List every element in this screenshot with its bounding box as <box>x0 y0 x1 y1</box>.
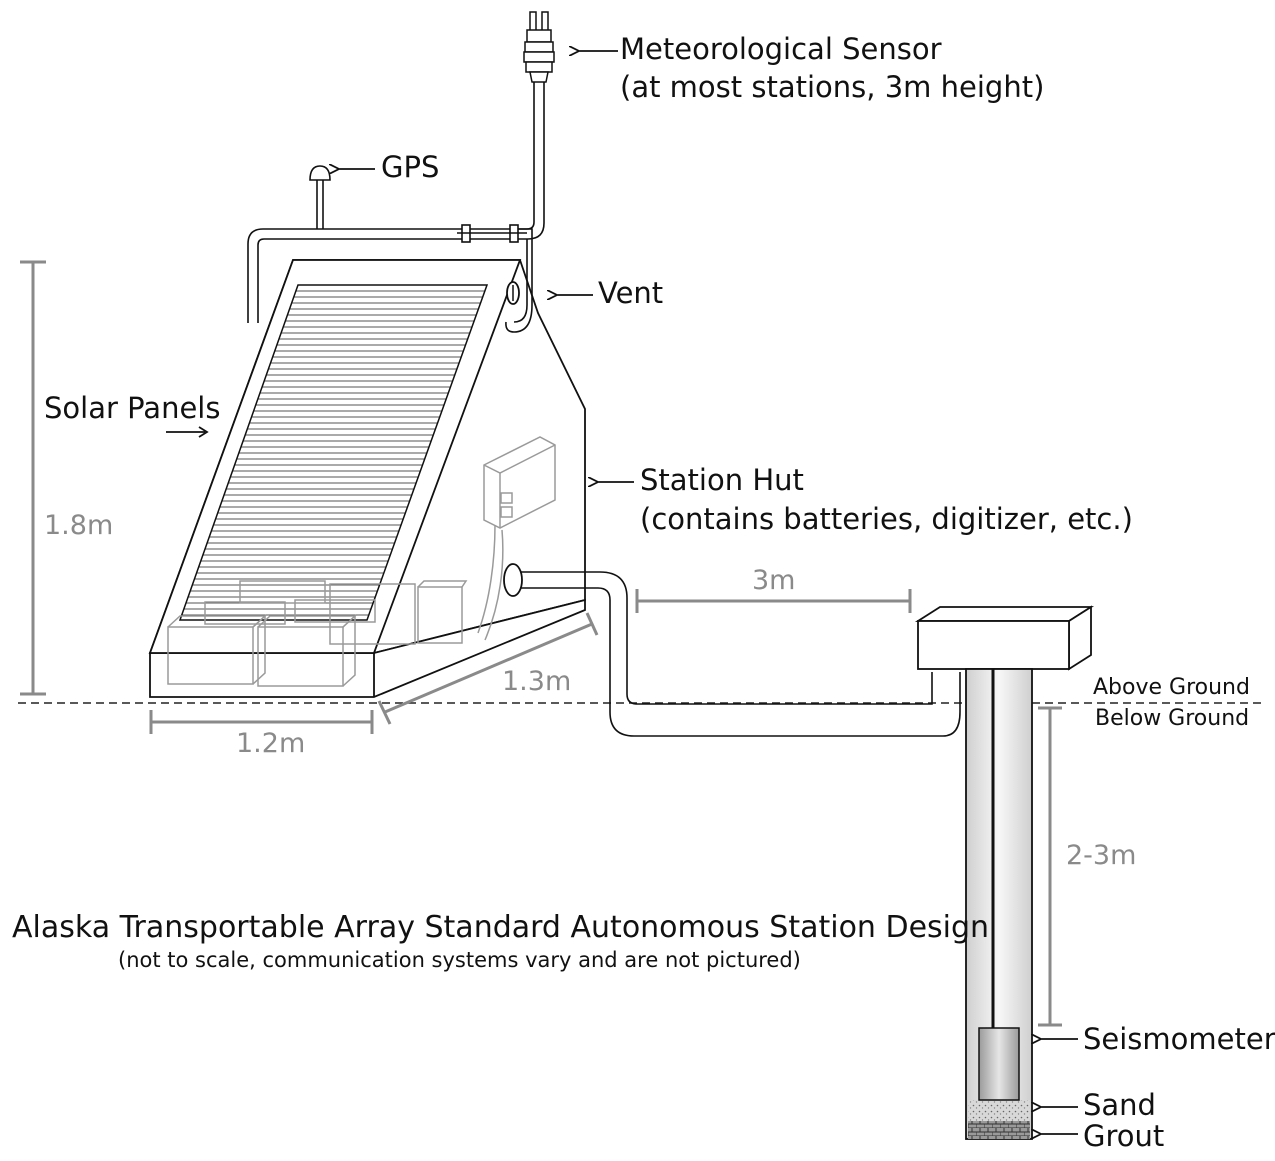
dim-depth-label: 1.3m <box>502 666 572 697</box>
dim-width-label: 1.2m <box>236 728 306 759</box>
met-sensor <box>523 11 555 83</box>
diagram-title: Alaska Transportable Array Standard Auto… <box>12 910 990 945</box>
above-ground-label: Above Ground <box>1093 675 1250 700</box>
vault-box <box>914 605 1095 671</box>
sand-label: Sand <box>1083 1088 1156 1122</box>
digitizer-box <box>477 436 556 641</box>
cable-conduit <box>518 571 961 737</box>
met-sensor-label: Meteorological Sensor <box>620 32 942 66</box>
station-hut-label: Station Hut <box>640 463 804 497</box>
met-sensor-note: (at most stations, 3m height) <box>620 70 1045 104</box>
solar-panel <box>148 259 522 654</box>
dim-cable-label: 3m <box>752 565 796 596</box>
station-hut-note: (contains batteries, digitizer, etc.) <box>640 502 1133 536</box>
dim-height-label: 1.8m <box>44 510 114 541</box>
seismometer-label: Seismometer <box>1083 1022 1275 1056</box>
grout-label: Grout <box>1083 1119 1165 1153</box>
solar-panels-label: Solar Panels <box>44 391 221 425</box>
gps-label: GPS <box>381 150 440 184</box>
batteries <box>167 580 468 687</box>
dimension-lines <box>20 260 1062 1027</box>
below-ground-label: Below Ground <box>1095 706 1250 731</box>
mast-cable <box>247 82 545 333</box>
gps-antenna <box>309 165 331 229</box>
vent-label: Vent <box>598 276 664 310</box>
pointer-arrows <box>166 51 1078 1134</box>
seismometer <box>978 1027 1020 1101</box>
dim-borehole-label: 2-3m <box>1066 840 1137 871</box>
diagram-subtitle: (not to scale, communication systems var… <box>118 948 801 972</box>
conduit-entry <box>503 563 523 597</box>
